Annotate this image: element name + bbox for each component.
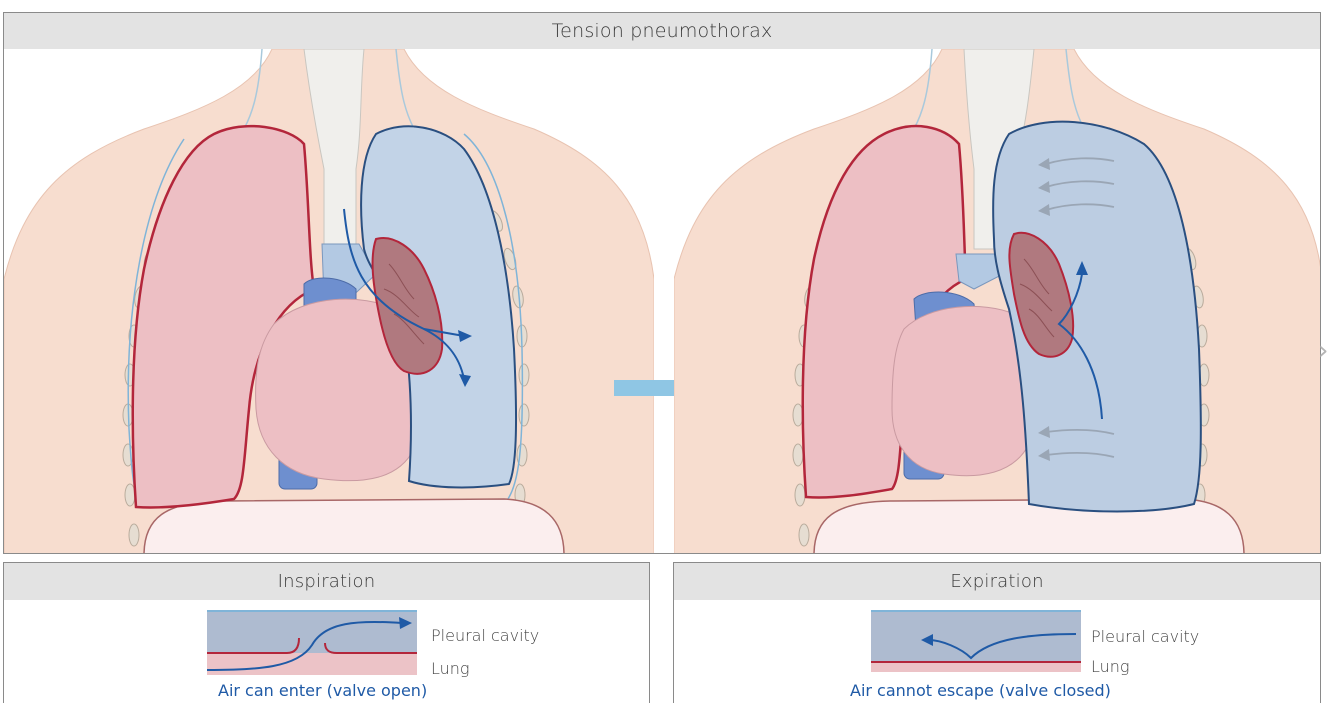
lung-label: Lung — [1091, 657, 1130, 676]
valve-open-diagram — [207, 610, 417, 675]
healthy-lung — [131, 124, 316, 509]
expiration-caption: Air cannot escape (valve closed) — [850, 681, 1111, 700]
pressure-arrows — [1045, 157, 1115, 458]
pleural-cavity-label: Pleural cavity — [431, 626, 540, 645]
inspiration-illustration — [4, 49, 654, 553]
main-title: Tension pneumothorax — [4, 13, 1320, 49]
collapsed-lung — [371, 237, 444, 375]
next-chevron-icon[interactable]: › — [1318, 336, 1329, 366]
expiration-panel: Expiration Pleural cavity Lung Air canno… — [673, 562, 1321, 703]
collapsed-lung-right — [1008, 231, 1075, 358]
healthy-lung-right — [801, 124, 968, 499]
lung-label: Lung — [431, 659, 470, 678]
expiration-illustration — [674, 49, 1320, 553]
inspiration-panel: Inspiration Pleural cavity Lung Air can … — [3, 562, 650, 703]
inspiration-title: Inspiration — [4, 563, 649, 600]
airflow-arrow-out — [1057, 273, 1103, 420]
valve-closed-diagram — [871, 610, 1081, 672]
diaphragm-left — [143, 498, 565, 553]
inspiration-caption: Air can enter (valve open) — [218, 681, 428, 700]
airflow-arrows-in — [343, 208, 465, 380]
pleural-cavity-label: Pleural cavity — [1091, 627, 1200, 646]
heart-right — [891, 306, 1036, 477]
expiration-title: Expiration — [674, 563, 1320, 600]
previous-chevron-icon[interactable]: ‹ — [0, 336, 2, 366]
main-illustration-panel: Tension pneumothorax — [3, 12, 1321, 554]
pleural-air-enlarged — [992, 120, 1202, 513]
